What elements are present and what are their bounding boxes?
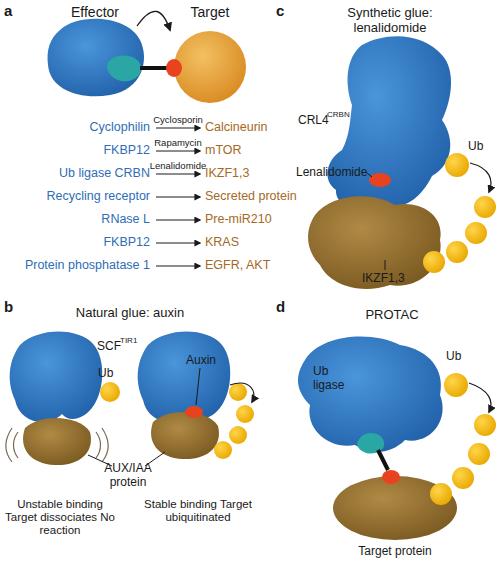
ubiquitin-chain bbox=[430, 414, 496, 505]
auxin-unstable-sketch bbox=[6, 332, 120, 466]
auxin-molecule bbox=[185, 406, 203, 418]
ligase-label: Ub ligase bbox=[313, 365, 357, 393]
target-name: mTOR bbox=[205, 143, 242, 157]
target-name: Secreted protein bbox=[205, 189, 297, 203]
effector-blob bbox=[48, 19, 145, 96]
ubiquitin-chain bbox=[214, 383, 254, 459]
effector-name: Recycling receptor bbox=[0, 189, 150, 203]
target-shape: Target bbox=[170, 4, 250, 104]
target-blob bbox=[151, 412, 219, 459]
effector-ligand bbox=[107, 55, 141, 81]
effector-name: Ub ligase CRBN bbox=[0, 166, 150, 180]
shape-heading: Effector bbox=[45, 4, 145, 20]
ubiquitin bbox=[444, 373, 468, 397]
transfer-arrow bbox=[470, 163, 491, 192]
ligase-complex bbox=[327, 36, 451, 207]
protac-sketch bbox=[298, 337, 496, 540]
effector-target-sketch bbox=[48, 19, 247, 103]
target-name: Pre-miR210 bbox=[205, 212, 272, 226]
list-arrows bbox=[156, 128, 200, 266]
transfer-arrow bbox=[230, 383, 254, 402]
effector-name: FKBP12 bbox=[0, 235, 150, 249]
outcome-note: Stable binding Target ubiquitinated bbox=[143, 498, 253, 524]
ubiquitin-label: Ub bbox=[98, 367, 113, 381]
effector-name: Cyclophilin bbox=[0, 120, 150, 134]
target-ligand bbox=[382, 470, 400, 484]
target-name: Calcineurin bbox=[205, 120, 268, 134]
panel-title: Natural glue: auxin bbox=[50, 306, 210, 321]
effector-shape: Effector bbox=[45, 4, 145, 98]
molecule-label: Auxin bbox=[186, 354, 216, 368]
effector-name: FKBP12 bbox=[0, 143, 150, 157]
panel-letter: d bbox=[276, 298, 285, 315]
complex-name: SCF bbox=[97, 340, 121, 354]
complex-name: CRL4 bbox=[298, 114, 329, 128]
ubiquitin-chain bbox=[423, 196, 496, 273]
ubiquitin-label: Ub bbox=[468, 140, 483, 154]
target-ligand bbox=[166, 59, 182, 77]
ubiquitin-label: Ub bbox=[446, 350, 461, 364]
molecule-label: Lenalidomide bbox=[296, 166, 367, 180]
linker bbox=[378, 450, 388, 470]
complex-superscript: TIR1 bbox=[120, 336, 137, 345]
effector-name: RNase L bbox=[0, 212, 150, 226]
panel-title: PROTAC bbox=[342, 308, 442, 323]
panel-letter: b bbox=[4, 298, 13, 315]
outcome-note: Unstable binding Target dissociates No r… bbox=[2, 498, 118, 538]
protein-label: Target protein bbox=[335, 545, 455, 559]
protein-label: IKZF1,3 bbox=[362, 272, 405, 286]
ubiquitin bbox=[100, 382, 120, 402]
auxin-stable-sketch bbox=[88, 332, 254, 467]
effector-name: Protein phosphatase 1 bbox=[0, 258, 150, 272]
glue-molecule bbox=[369, 173, 391, 187]
target-circle bbox=[174, 31, 246, 103]
target-name: IKZF1,3 bbox=[205, 166, 249, 180]
shape-heading: Target bbox=[170, 4, 250, 20]
target-name: KRAS bbox=[205, 235, 239, 249]
ubiquitin bbox=[445, 153, 469, 177]
protein-label: AUX/IAA protein bbox=[96, 462, 160, 490]
ligase-blob bbox=[10, 332, 103, 423]
target-blob bbox=[333, 476, 457, 540]
binding-arrow bbox=[137, 11, 170, 30]
target-blob bbox=[23, 418, 91, 465]
linker bbox=[140, 66, 168, 70]
panel-letter: a bbox=[4, 2, 12, 19]
panel-title: Synthetic glue: lenalidomide bbox=[335, 6, 445, 36]
target-name: EGFR, AKT bbox=[205, 258, 270, 272]
neosubstrate bbox=[308, 196, 441, 289]
leader-line bbox=[196, 368, 200, 405]
panel-letter: c bbox=[276, 2, 284, 19]
leader-line bbox=[385, 260, 386, 270]
complex-superscript: CRBN bbox=[327, 110, 350, 119]
ligase-blob bbox=[138, 332, 231, 423]
transfer-arrow bbox=[469, 383, 491, 412]
lenalidomide-sketch bbox=[308, 36, 496, 289]
leader-line bbox=[367, 173, 372, 177]
